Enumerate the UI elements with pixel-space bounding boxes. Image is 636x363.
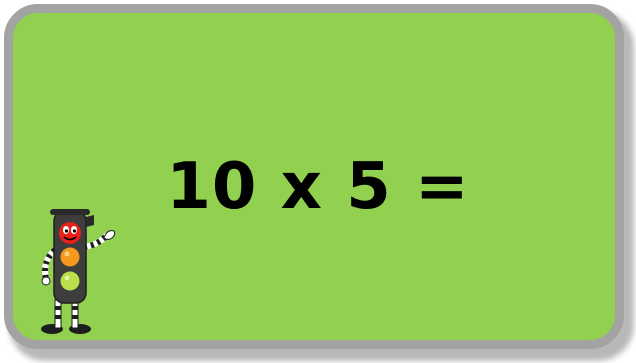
math-problem: 10 x 5 = bbox=[166, 149, 470, 224]
question-card bbox=[4, 4, 624, 349]
traffic-light-mascot-icon bbox=[41, 209, 116, 334]
